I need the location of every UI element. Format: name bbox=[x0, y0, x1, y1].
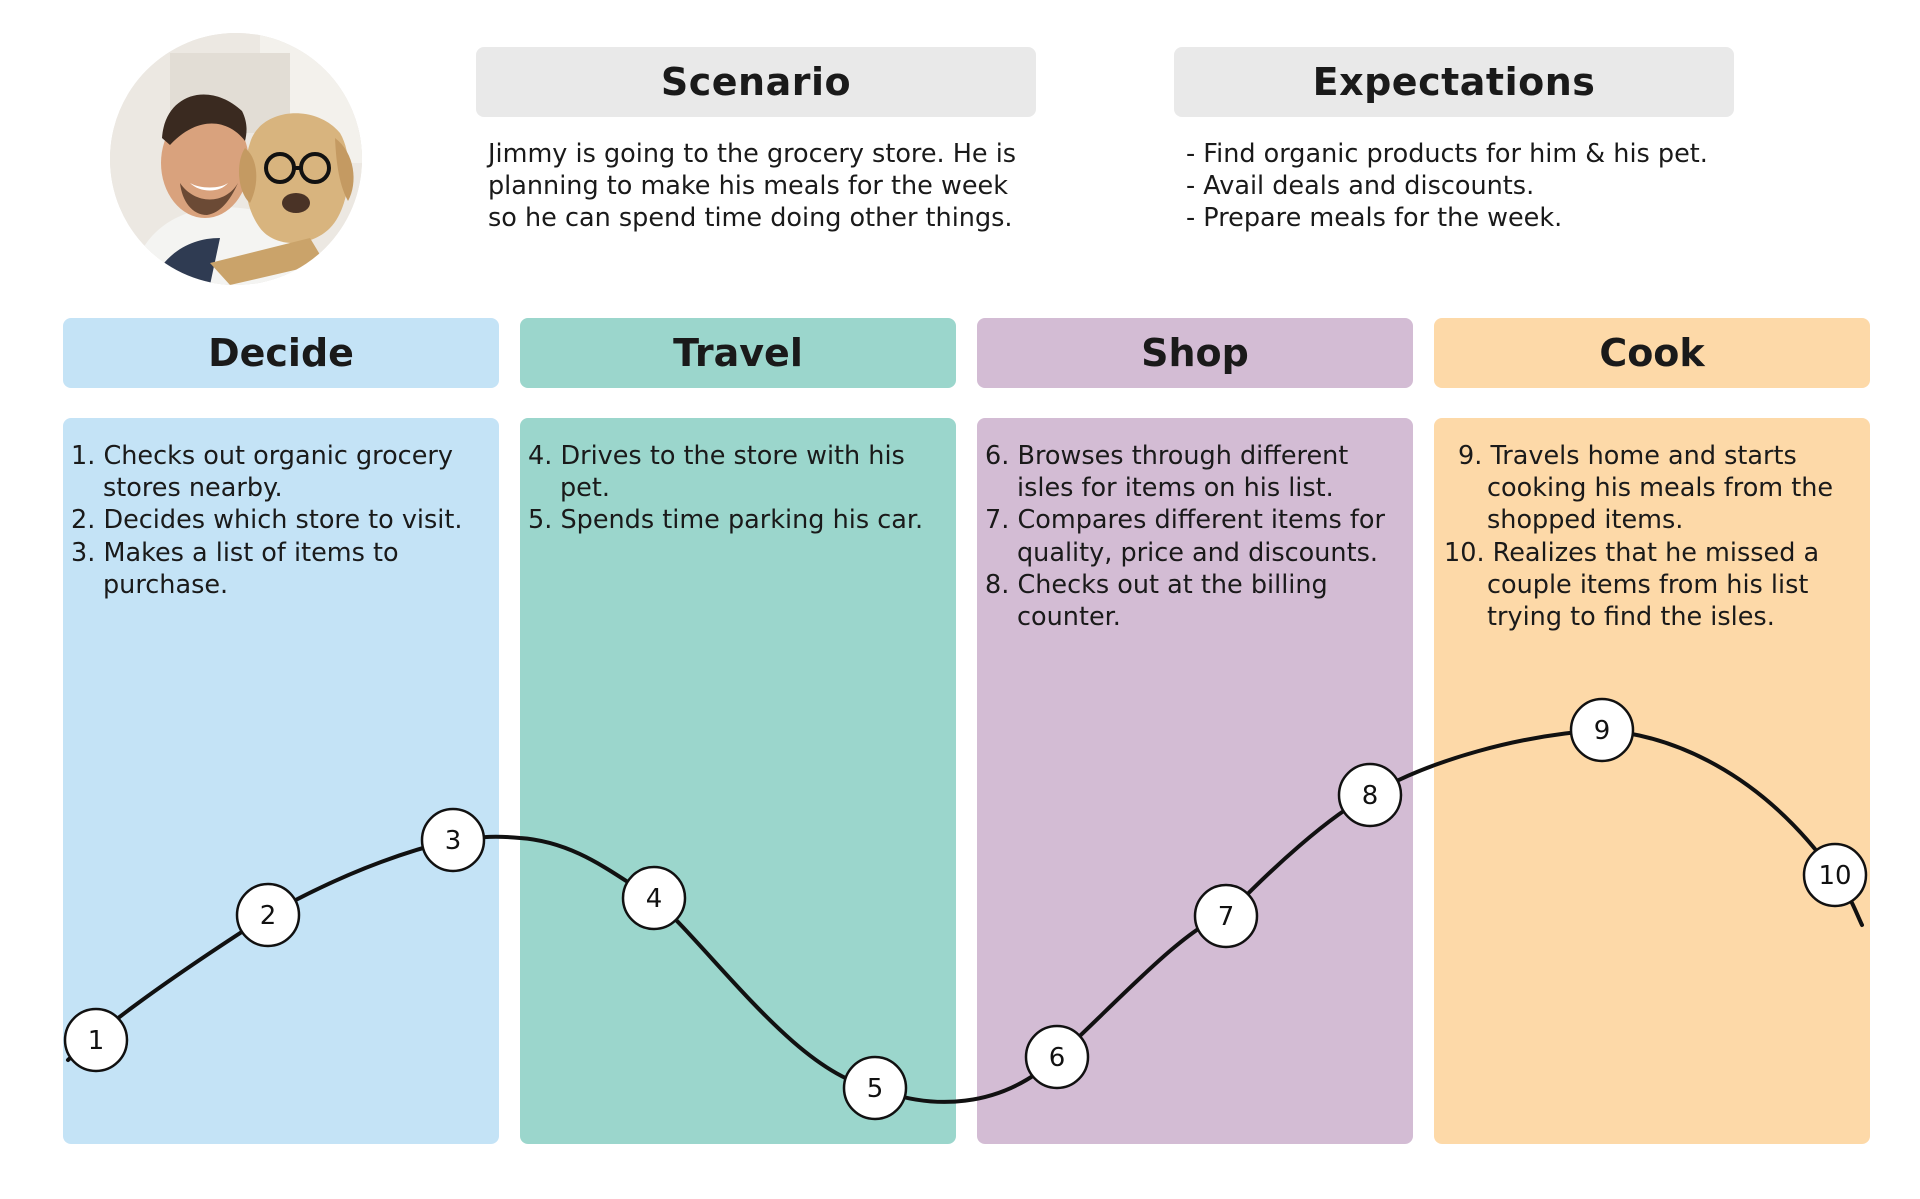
journey-marker-label: 10 bbox=[1818, 861, 1851, 891]
step-number: 4. bbox=[528, 441, 553, 471]
scenario-title: Scenario bbox=[660, 60, 852, 104]
stage-header-shop: Shop bbox=[977, 318, 1413, 388]
step-number: 10. bbox=[1444, 537, 1485, 568]
journey-marker bbox=[1337, 762, 1403, 828]
expectation-item: - Avail deals and discounts. bbox=[1186, 171, 1535, 201]
stage-panel-shop bbox=[977, 418, 1413, 1144]
stage-title: Travel bbox=[673, 331, 803, 375]
step-number: 2. bbox=[71, 505, 96, 536]
step-text: Realizes that he missed a bbox=[1492, 537, 1820, 568]
step-text: Drives to the store with his bbox=[560, 441, 905, 471]
step-number: 5. bbox=[528, 505, 553, 536]
step-item: 10. Realizes that he missed a couple ite… bbox=[1444, 537, 1833, 634]
journey-marker-label: 5 bbox=[867, 1074, 884, 1104]
step-number: 8. bbox=[985, 569, 1010, 600]
journey-marker-label: 6 bbox=[1049, 1043, 1066, 1073]
step-item: 5. Spends time parking his car. bbox=[528, 504, 923, 536]
step-item: 6. Browses through different isles for i… bbox=[985, 440, 1385, 504]
step-text: purchase. bbox=[103, 569, 229, 600]
step-number: 1. bbox=[71, 441, 96, 471]
step-text: Checks out organic grocery bbox=[103, 441, 453, 471]
steps-list-decide: 1. Checks out organic grocery stores nea… bbox=[71, 440, 463, 601]
scenario-line: planning to make his meals for the week bbox=[488, 171, 1008, 201]
journey-curve bbox=[66, 727, 1864, 1104]
scenario-line: Jimmy is going to the grocery store. He … bbox=[488, 139, 1017, 169]
journey-marker-label: 9 bbox=[1594, 716, 1611, 746]
step-text: shopped items. bbox=[1487, 505, 1684, 536]
stage-panel-travel bbox=[520, 418, 956, 1144]
step-text: Spends time parking his car. bbox=[560, 505, 924, 536]
step-text: quality, price and discounts. bbox=[1017, 537, 1378, 568]
expectations-title: Expectations bbox=[1312, 60, 1596, 104]
step-item: 4. Drives to the store with his pet. bbox=[528, 440, 923, 504]
step-item: 3. Makes a list of items to purchase. bbox=[71, 537, 463, 601]
stage-title: Cook bbox=[1599, 331, 1705, 375]
journey-marker-label: 4 bbox=[646, 884, 663, 914]
step-number: 6. bbox=[985, 441, 1010, 471]
step-item: 7. Compares different items for quality,… bbox=[985, 504, 1385, 568]
step-text: pet. bbox=[560, 473, 610, 504]
stage-header-travel: Travel bbox=[520, 318, 956, 388]
step-text: couple items from his list bbox=[1487, 569, 1809, 600]
journey-marker bbox=[235, 882, 301, 948]
step-text: Browses through different bbox=[1017, 441, 1349, 471]
step-number: 3. bbox=[71, 537, 96, 568]
journey-marker-label: 2 bbox=[260, 901, 277, 931]
scenario-heading-box: Scenario bbox=[476, 47, 1036, 117]
stage-title: Shop bbox=[1141, 331, 1249, 375]
journey-marker bbox=[1024, 1024, 1090, 1090]
step-text: Travels home and starts bbox=[1490, 441, 1797, 471]
stage-header-cook: Cook bbox=[1434, 318, 1870, 388]
steps-list-travel: 4. Drives to the store with his pet. 5. … bbox=[528, 440, 923, 537]
expectations-list: - Find organic products for him & his pe… bbox=[1186, 138, 1708, 234]
step-text: cooking his meals from the bbox=[1487, 473, 1834, 504]
step-item: 9. Travels home and starts cooking his m… bbox=[1444, 440, 1833, 537]
journey-marker-label: 8 bbox=[1362, 781, 1379, 811]
journey-marker bbox=[1193, 883, 1259, 949]
step-text: counter. bbox=[1017, 602, 1121, 633]
journey-marker bbox=[1802, 842, 1868, 908]
step-number: 9. bbox=[1458, 441, 1483, 471]
step-item: 8. Checks out at the billing counter. bbox=[985, 569, 1385, 633]
step-number: 7. bbox=[985, 505, 1010, 536]
stage-header-decide: Decide bbox=[63, 318, 499, 388]
step-text: Checks out at the billing bbox=[1017, 569, 1328, 600]
scenario-description: Jimmy is going to the grocery store. He … bbox=[488, 138, 1016, 234]
step-text: trying to find the isles. bbox=[1487, 602, 1775, 633]
scenario-line: so he can spend time doing other things. bbox=[488, 203, 1013, 233]
journey-marker bbox=[420, 807, 486, 873]
journey-marker-label: 1 bbox=[88, 1026, 105, 1056]
journey-marker bbox=[63, 1007, 129, 1073]
persona-avatar bbox=[110, 33, 362, 285]
journey-marker bbox=[842, 1055, 908, 1121]
step-item: 1. Checks out organic grocery stores nea… bbox=[71, 440, 463, 504]
steps-list-cook: 9. Travels home and starts cooking his m… bbox=[1444, 440, 1833, 633]
step-item: 2. Decides which store to visit. bbox=[71, 504, 463, 536]
step-text: isles for items on his list. bbox=[1017, 473, 1334, 504]
journey-marker bbox=[621, 865, 687, 931]
stage-panel-cook bbox=[1434, 418, 1870, 1144]
stage-title: Decide bbox=[208, 331, 354, 375]
step-text: Makes a list of items to bbox=[103, 537, 399, 568]
journey-marker bbox=[1569, 697, 1635, 763]
step-text: Decides which store to visit. bbox=[103, 505, 463, 536]
step-text: stores nearby. bbox=[103, 473, 283, 504]
step-text: Compares different items for bbox=[1017, 505, 1385, 536]
persona-photo-illustration bbox=[110, 33, 362, 285]
expectation-item: - Prepare meals for the week. bbox=[1186, 203, 1563, 233]
expectation-item: - Find organic products for him & his pe… bbox=[1186, 139, 1708, 169]
journey-marker-label: 7 bbox=[1218, 902, 1235, 932]
journey-marker-label: 3 bbox=[445, 826, 462, 856]
expectations-heading-box: Expectations bbox=[1174, 47, 1734, 117]
stage-panel-decide bbox=[63, 418, 499, 1144]
steps-list-shop: 6. Browses through different isles for i… bbox=[985, 440, 1385, 633]
